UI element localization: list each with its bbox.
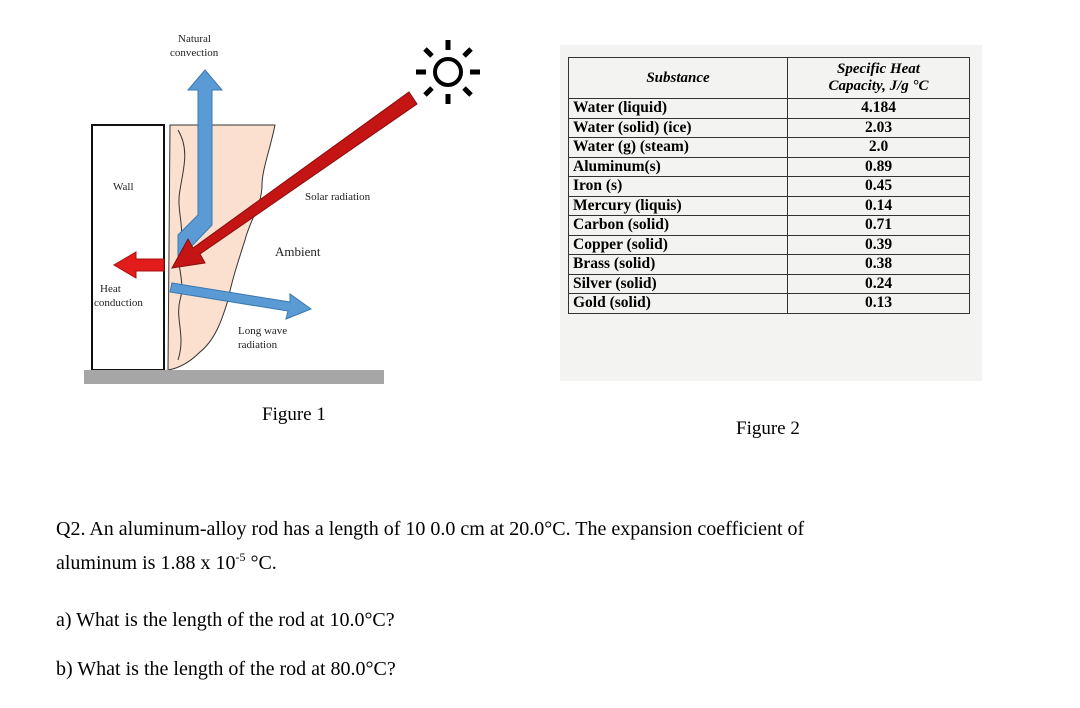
question-part-b: b) What is the length of the rod at 80.0… [56,658,396,680]
figure-1-caption: Figure 1 [262,404,326,425]
substance-cell: Water (liquid) [568,98,788,119]
substance-cell: Water (solid) (ice) [568,117,788,138]
substance-cell: Gold (solid) [568,293,788,314]
label-natural: Natural [178,33,211,45]
table-row: Water (liquid)4.184 [568,98,970,119]
question-part-a: a) What is the length of the rod at 10.0… [56,609,395,631]
question-line-2-post: °C. [245,552,277,574]
ground [84,370,384,384]
value-cell: 0.71 [787,215,970,236]
value-cell: 0.45 [787,176,970,197]
exponent: -5 [235,550,246,564]
substance-cell: Brass (solid) [568,254,788,275]
label-heat: Heat [100,283,121,295]
value-cell: 0.14 [787,195,970,216]
table-row: Mercury (liquis)0.14 [568,195,970,216]
header-specific-heat: Specific Heat Capacity, J/g °C [787,57,970,99]
table-row: Gold (solid)0.13 [568,293,970,314]
value-cell: 0.39 [787,234,970,255]
table-header-row: Substance Specific Heat Capacity, J/g °C [568,57,970,99]
table-row: Iron (s)0.45 [568,176,970,197]
figure-1-diagram: Natural convection Wall Solar radiation … [84,33,480,384]
value-cell: 0.24 [787,273,970,294]
header-heat-line1: Specific Heat [837,61,920,77]
substance-cell: Mercury (liquis) [568,195,788,216]
header-heat-line2: Capacity, J/g °C [828,78,929,94]
table-row: Silver (solid)0.24 [568,273,970,294]
wall [91,124,165,371]
label-solar: Solar radiation [305,191,371,203]
table-row: Water (solid) (ice)2.03 [568,117,970,138]
table-row: Aluminum(s)0.89 [568,156,970,177]
heat-conduction-arrow [113,251,165,279]
question-line-1: Q2. An aluminum-alloy rod has a length o… [56,518,805,540]
figure-2-caption: Figure 2 [736,418,800,439]
label-wall: Wall [113,181,134,193]
value-cell: 2.0 [787,137,970,158]
label-radiation: radiation [238,339,278,351]
value-cell: 4.184 [787,98,970,119]
sun-icon [416,40,480,104]
table-row: Brass (solid)0.38 [568,254,970,275]
label-convection: convection [170,47,219,59]
substance-cell: Iron (s) [568,176,788,197]
figure-2-photo: Substance Specific Heat Capacity, J/g °C… [560,45,982,381]
question-line-2: aluminum is 1.88 x 10-5 °C. [56,550,277,575]
value-cell: 0.38 [787,254,970,275]
longwave-arrow [169,282,313,320]
substance-cell: Carbon (solid) [568,215,788,236]
substance-cell: Silver (solid) [568,273,788,294]
substance-cell: Water (g) (steam) [568,137,788,158]
table-row: Copper (solid)0.39 [568,234,970,255]
boundary-layer [167,124,276,371]
value-cell: 2.03 [787,117,970,138]
header-substance: Substance [568,57,788,99]
substance-cell: Aluminum(s) [568,156,788,177]
specific-heat-table: Substance Specific Heat Capacity, J/g °C… [568,57,970,314]
label-longwave: Long wave [238,325,287,337]
question-line-2-pre: aluminum is 1.88 x 10 [56,552,236,574]
table-row: Water (g) (steam)2.0 [568,137,970,158]
label-ambient: Ambient [275,244,321,259]
value-cell: 0.13 [787,293,970,314]
label-conduction: conduction [94,297,143,309]
table-row: Carbon (solid)0.71 [568,215,970,236]
solar-radiation-arrow [171,91,418,269]
value-cell: 0.89 [787,156,970,177]
substance-cell: Copper (solid) [568,234,788,255]
